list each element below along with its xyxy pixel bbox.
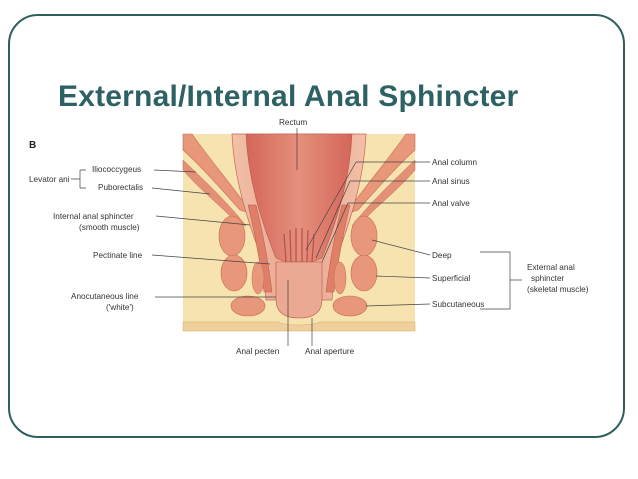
label-internal-sphincter-1: Internal anal sphincter bbox=[53, 212, 134, 221]
label-rectum: Rectum bbox=[279, 118, 307, 127]
puborectalis-left bbox=[182, 159, 247, 227]
label-anal-sinus: Anal sinus bbox=[432, 177, 470, 186]
leader-pectinate-line bbox=[151, 254, 271, 265]
label-anocutaneous-2: ('white') bbox=[106, 303, 134, 312]
label-internal-sphincter-2: (smooth muscle) bbox=[79, 223, 140, 232]
label-anal-pecten: Anal pecten bbox=[236, 347, 280, 356]
label-anal-column: Anal column bbox=[432, 158, 478, 167]
label-external-sphincter-1: External anal bbox=[527, 263, 575, 272]
leader-subcutaneous bbox=[365, 303, 431, 307]
leader-iliococcygeus bbox=[153, 169, 197, 173]
anal-columns bbox=[283, 228, 315, 263]
leader-anal-sinus-diag bbox=[315, 180, 351, 259]
small-muscle-left bbox=[251, 261, 265, 295]
leader-puborectalis bbox=[151, 187, 211, 195]
anal-canal bbox=[275, 261, 323, 319]
external-subcutaneous-left bbox=[230, 295, 266, 317]
skin-surface bbox=[182, 321, 416, 332]
leader-superficial bbox=[375, 275, 431, 279]
label-puborectalis: Puborectalis bbox=[98, 183, 143, 192]
label-deep: Deep bbox=[432, 251, 452, 260]
label-anocutaneous-1: Anocutaneous line bbox=[71, 292, 139, 301]
external-subcutaneous-right bbox=[332, 295, 368, 317]
label-iliococcygeus: Iliococcygeus bbox=[92, 165, 141, 174]
external-superficial-right bbox=[350, 254, 378, 292]
external-superficial-left bbox=[220, 254, 248, 292]
small-muscle-right bbox=[333, 261, 347, 295]
internal-sphincter-right bbox=[325, 204, 351, 293]
external-deep-right bbox=[350, 215, 378, 257]
external-deep-left bbox=[218, 215, 246, 257]
puborectalis-right bbox=[351, 159, 416, 227]
label-external-sphincter-2: sphincter bbox=[531, 274, 564, 283]
leader-anal-column-diag bbox=[305, 161, 357, 251]
leader-deep bbox=[371, 239, 431, 256]
leader-internal-sphincter bbox=[155, 215, 251, 226]
label-levator-ani: Levator ani bbox=[29, 175, 70, 184]
label-pectinate-line: Pectinate line bbox=[93, 251, 143, 260]
internal-sphincter-left bbox=[247, 204, 273, 293]
label-anal-aperture: Anal aperture bbox=[305, 347, 355, 356]
label-subcutaneous: Subcutaneous bbox=[432, 300, 484, 309]
panel-label: B bbox=[29, 140, 36, 151]
slide-title: External/Internal Anal Sphincter bbox=[58, 80, 519, 113]
label-superficial: Superficial bbox=[432, 274, 470, 283]
bracket-levator-ani bbox=[71, 169, 86, 189]
label-external-sphincter-3: (skeletal muscle) bbox=[527, 285, 589, 294]
leader-anal-valve-diag bbox=[321, 202, 349, 263]
label-anal-valve: Anal valve bbox=[432, 199, 470, 208]
bracket-external-sphincter bbox=[480, 251, 522, 310]
